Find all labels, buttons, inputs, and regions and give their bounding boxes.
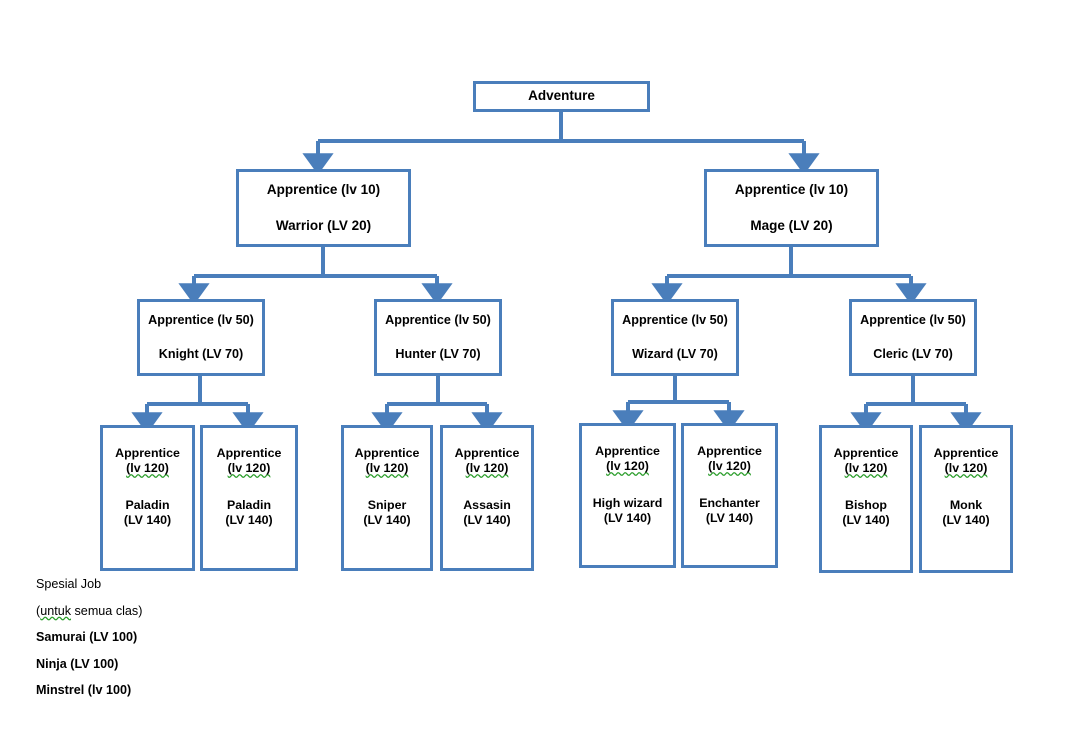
node-wizard-job: Wizard (LV 70) <box>632 346 718 361</box>
legend-subheading-open: ( <box>36 603 41 618</box>
leaf-requirement-name: Apprentice <box>933 446 999 460</box>
node-knight-job: Knight (LV 70) <box>158 346 244 361</box>
leaf-requirement-name: Apprentice <box>216 446 282 460</box>
node-hunter-requirement: Apprentice (lv 50) <box>385 313 491 328</box>
special-job-legend: Spesial Job (untuk semua clas) Samurai (… <box>36 578 142 711</box>
node-bishop[interactable]: Apprentice (lv 120) Bishop (LV 140) <box>819 425 913 573</box>
leaf-job-name: Paladin <box>125 498 170 513</box>
leaf-job-level: (LV 140) <box>942 513 990 528</box>
legend-subheading-rest: semua clas) <box>71 603 143 618</box>
node-warrior-requirement: Apprentice (lv 10) <box>266 181 381 197</box>
leaf-job-level: (LV 140) <box>463 513 511 528</box>
leaf-requirement-level: (lv 120) <box>606 459 649 474</box>
legend-item-samurai: Samurai (LV 100) <box>36 630 138 645</box>
leaf-job-level: (LV 140) <box>842 513 890 528</box>
node-mage-job: Mage (LV 20) <box>750 218 833 233</box>
leaf-job-level: (LV 140) <box>363 513 411 528</box>
leaf-job-name: Paladin <box>226 498 272 513</box>
leaf-job-name: Bishop <box>845 498 887 513</box>
node-paladin-right[interactable]: Apprentice (lv 120) Paladin (LV 140) <box>200 425 298 571</box>
legend-heading: Spesial Job <box>36 577 102 591</box>
leaf-job-name: Sniper <box>367 498 407 513</box>
leaf-requirement-name: Apprentice <box>595 444 660 458</box>
leaf-job-name: Assasin <box>463 498 511 513</box>
leaf-job-name: Enchanter <box>699 496 760 511</box>
leaf-requirement-level: (lv 120) <box>944 461 988 476</box>
node-mage[interactable]: Apprentice (lv 10) Mage (LV 20) <box>704 169 879 247</box>
leaf-job-level: (LV 140) <box>705 511 754 526</box>
node-sniper[interactable]: Apprentice (lv 120) Sniper (LV 140) <box>341 425 433 571</box>
legend-subheading-spell: untuk <box>40 603 72 618</box>
leaf-job-name: High wizard <box>592 496 663 511</box>
node-mage-requirement: Apprentice (lv 10) <box>734 181 849 197</box>
leaf-requirement-level: (lv 120) <box>365 461 409 476</box>
leaf-job-name: Monk <box>949 498 983 513</box>
leaf-requirement-name: Apprentice <box>115 446 180 460</box>
node-adventure[interactable]: Adventure <box>473 81 650 112</box>
node-wizard[interactable]: Apprentice (lv 50) Wizard (LV 70) <box>611 299 739 376</box>
node-wizard-requirement: Apprentice (lv 50) <box>622 313 728 328</box>
leaf-requirement-name: Apprentice <box>697 444 762 458</box>
node-knight[interactable]: Apprentice (lv 50) Knight (LV 70) <box>137 299 265 376</box>
leaf-job-level: (LV 140) <box>603 511 652 526</box>
node-cleric-job: Cleric (LV 70) <box>873 346 953 361</box>
leaf-requirement-name: Apprentice <box>354 446 420 460</box>
leaf-job-level: (LV 140) <box>123 513 172 528</box>
legend-subheading: (untuk semua clas) <box>36 603 143 618</box>
node-cleric[interactable]: Apprentice (lv 50) Cleric (LV 70) <box>849 299 977 376</box>
leaf-requirement-level: (lv 120) <box>465 461 509 476</box>
leaf-requirement-name: Apprentice <box>454 446 520 460</box>
legend-item-minstrel: Minstrel (lv 100) <box>36 683 132 698</box>
leaf-requirement-level: (lv 120) <box>126 461 169 476</box>
node-enchanter[interactable]: Apprentice (lv 120) Enchanter (LV 140) <box>681 423 778 568</box>
node-hunter-job: Hunter (LV 70) <box>395 346 481 361</box>
node-assasin[interactable]: Apprentice (lv 120) Assasin (LV 140) <box>440 425 534 571</box>
node-monk[interactable]: Apprentice (lv 120) Monk (LV 140) <box>919 425 1013 573</box>
node-adventure-label: Adventure <box>528 88 595 104</box>
legend-item-ninja: Ninja (LV 100) <box>36 656 119 671</box>
leaf-job-level: (LV 140) <box>225 513 273 528</box>
node-warrior[interactable]: Apprentice (lv 10) Warrior (LV 20) <box>236 169 411 247</box>
leaf-requirement-name: Apprentice <box>833 446 899 460</box>
node-high-wizard[interactable]: Apprentice (lv 120) High wizard (LV 140) <box>579 423 676 568</box>
leaf-requirement-level: (lv 120) <box>844 461 888 476</box>
leaf-requirement-level: (lv 120) <box>227 461 271 476</box>
node-paladin-left[interactable]: Apprentice (lv 120) Paladin (LV 140) <box>100 425 195 571</box>
leaf-requirement-level: (lv 120) <box>708 459 751 474</box>
node-knight-requirement: Apprentice (lv 50) <box>148 313 254 328</box>
node-hunter[interactable]: Apprentice (lv 50) Hunter (LV 70) <box>374 299 502 376</box>
node-warrior-job: Warrior (LV 20) <box>275 218 372 233</box>
node-cleric-requirement: Apprentice (lv 50) <box>860 313 966 328</box>
